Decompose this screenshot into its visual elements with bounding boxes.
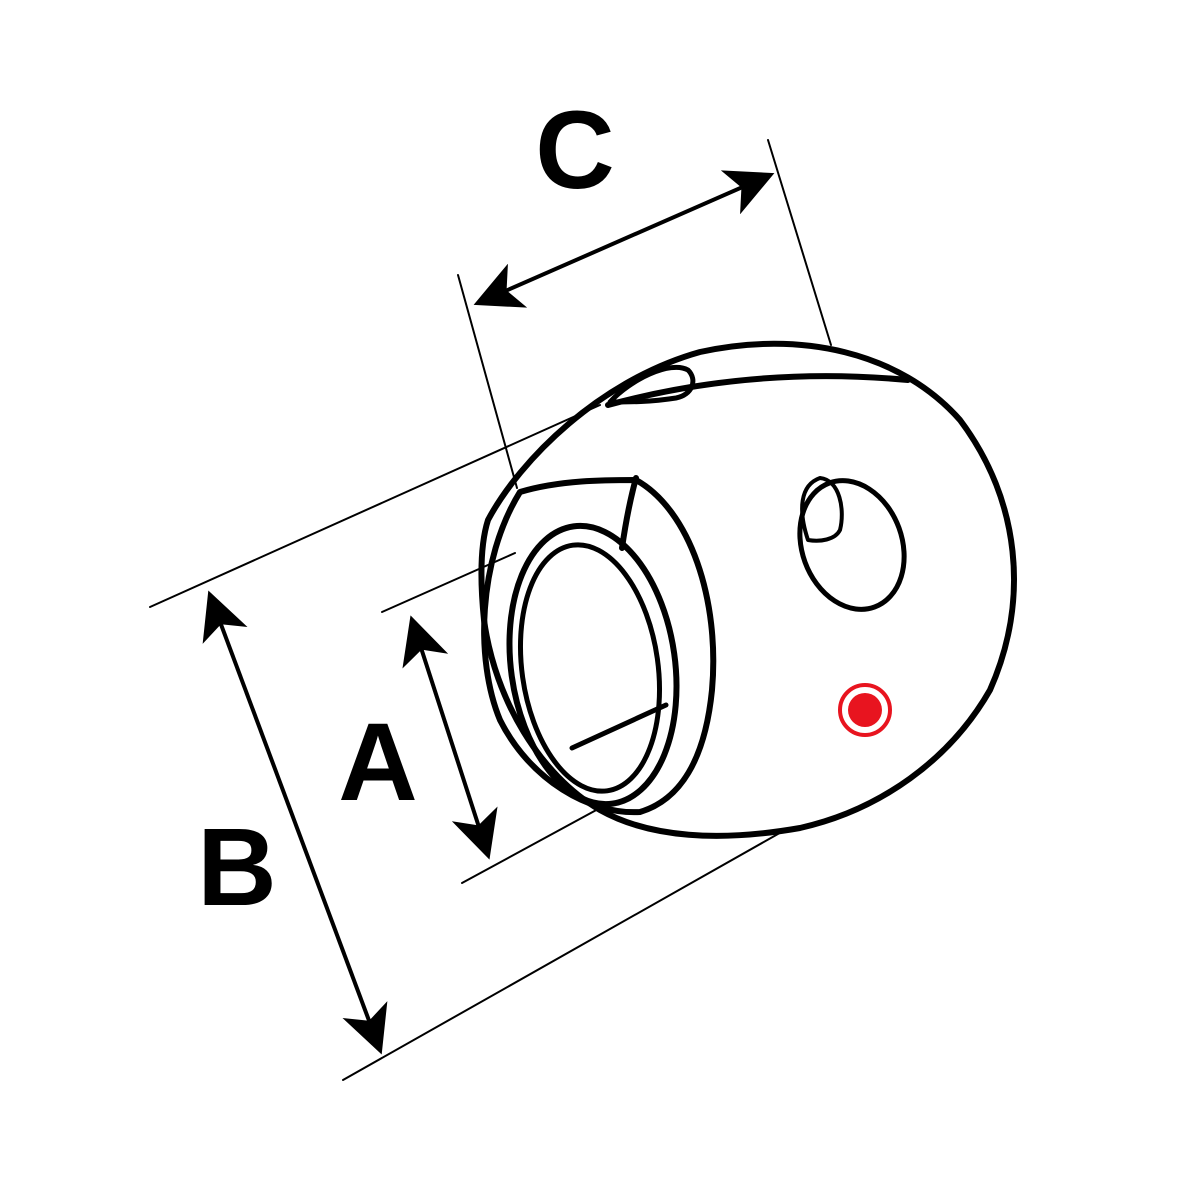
dimension-label-c: C bbox=[535, 89, 614, 212]
extension-lines bbox=[149, 139, 832, 1081]
red-marker-outer-ring bbox=[838, 683, 892, 737]
dimension-arrow-a bbox=[402, 615, 498, 860]
dimension-arrow-b bbox=[202, 590, 388, 1055]
extension-line-c-left bbox=[457, 274, 518, 489]
anode-outline bbox=[478, 340, 1017, 839]
anode-bore-inner-edge bbox=[517, 542, 663, 794]
extension-line-b-top bbox=[149, 404, 601, 608]
anode-split-seam bbox=[605, 373, 911, 408]
extension-line-b-bottom bbox=[342, 829, 786, 1081]
dimension-arrows bbox=[202, 170, 775, 1055]
screw-hole-top bbox=[607, 364, 696, 405]
red-marker bbox=[838, 683, 892, 737]
dimension-label-b: B bbox=[197, 806, 276, 929]
anode-bore-split-line bbox=[569, 702, 669, 751]
screw-hole-side-outer bbox=[797, 478, 907, 612]
anode-body bbox=[478, 340, 1017, 839]
extension-line-a-bottom bbox=[461, 807, 601, 884]
anode-bore bbox=[506, 522, 680, 808]
dimension-arrow-c bbox=[473, 170, 775, 308]
red-marker-dot bbox=[848, 693, 882, 727]
anode-front-face bbox=[481, 477, 717, 816]
anode-front-seam bbox=[619, 475, 639, 551]
screw-hole-side-inner bbox=[800, 476, 844, 543]
extension-line-a-top bbox=[381, 552, 516, 613]
extension-line-c-right bbox=[767, 139, 832, 346]
dimension-label-a: A bbox=[338, 701, 417, 824]
